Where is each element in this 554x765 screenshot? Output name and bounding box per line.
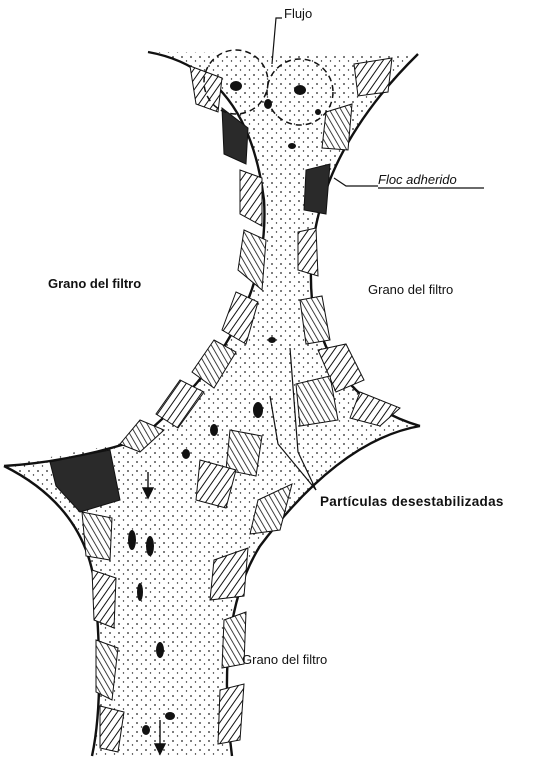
label-flujo: Flujo <box>284 6 312 21</box>
label-grano-right: Grano del filtro <box>368 282 453 297</box>
label-grano-bottom: Grano del filtro <box>242 652 327 667</box>
label-particulas-desestabilizadas: Partículas desestabilizadas <box>320 494 504 509</box>
label-floc-adherido: Floc adherido <box>378 172 457 187</box>
label-grano-left: Grano del filtro <box>48 276 141 291</box>
